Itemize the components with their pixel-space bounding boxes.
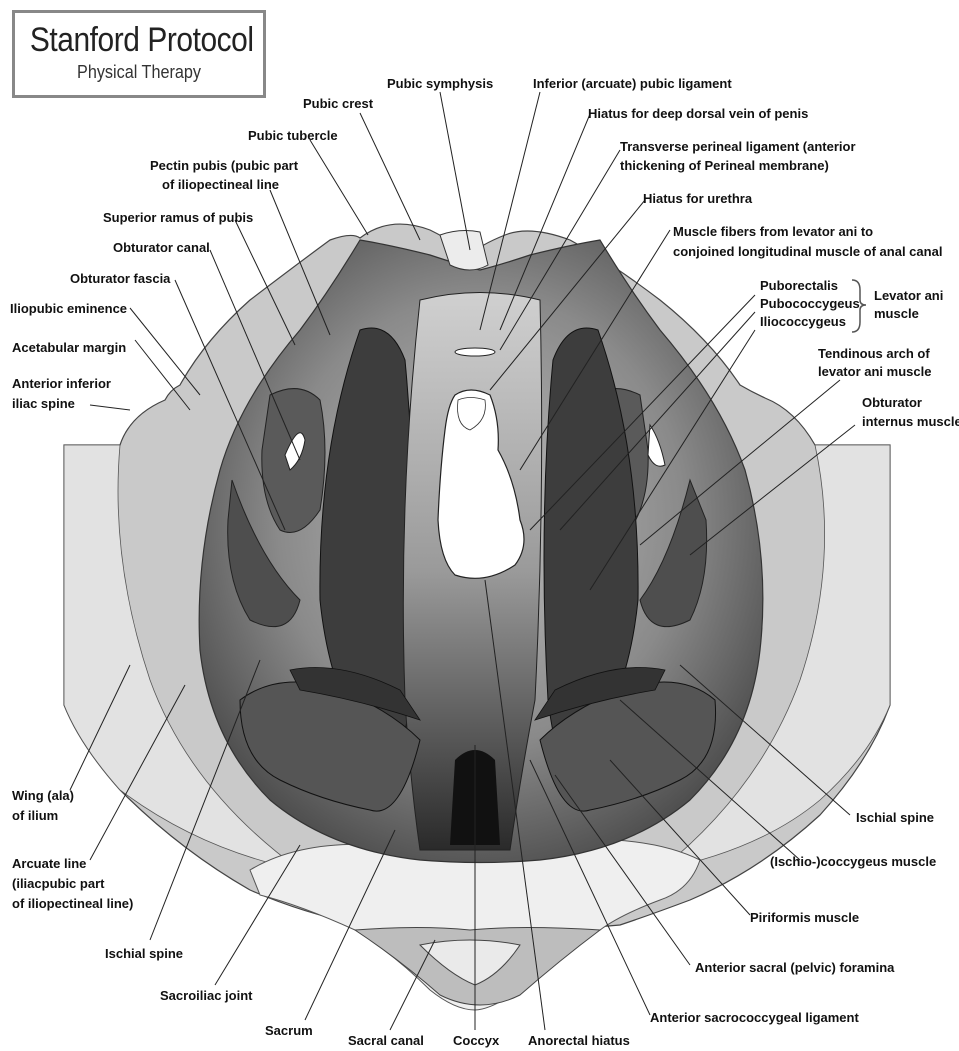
label-coccyx: Coccyx [453,1033,500,1048]
label-ischio-coccygeus: (Ischio-)coccygeus muscle [770,854,936,869]
label-iliopubic-eminence: Iliopubic eminence [10,301,127,316]
label-obturator-internus-1: Obturator [862,395,922,410]
label-ant-inf-iliac-2: iliac spine [12,396,75,411]
label-obturator-internus-2: internus muscle [862,414,959,429]
label-pubic-crest: Pubic crest [303,96,374,111]
label-arcuate-line-2: (iliacpubic part [12,876,105,891]
label-wing-ilium-1: Wing (ala) [12,788,74,803]
label-obturator-canal: Obturator canal [113,240,210,255]
label-superior-ramus: Superior ramus of pubis [103,210,253,225]
label-pectin-pubis-1: Pectin pubis (pubic part [150,158,299,173]
label-wing-ilium-2: of ilium [12,808,58,823]
label-ant-sacral-foramina: Anterior sacral (pelvic) foramina [695,960,895,975]
label-puborectalis: Puborectalis [760,278,838,293]
label-hiatus-urethra: Hiatus for urethra [643,191,753,206]
label-tendinous-arch-1: Tendinous arch of [818,346,930,361]
label-arcuate-line-3: of iliopectineal line) [12,896,133,911]
label-ant-sacrococcygeal: Anterior sacrococcygeal ligament [650,1010,859,1025]
label-ischial-spine-right: Ischial spine [856,810,934,825]
label-levator-ani-1: Levator ani [874,288,943,303]
label-pubococcygeus: Pubococcygeus [760,296,860,311]
label-muscle-fibers-1: Muscle fibers from levator ani to [673,224,873,239]
label-transverse-perineal-2: thickening of Perineal membrane) [620,158,829,173]
label-tendinous-arch-2: levator ani muscle [818,364,931,379]
label-muscle-fibers-2: conjoined longitudinal muscle of anal ca… [673,244,942,259]
label-transverse-perineal-1: Transverse perineal ligament (anterior [620,139,856,154]
label-sacrum: Sacrum [265,1023,313,1038]
label-pectin-pubis-2: of iliopectineal line [162,177,279,192]
label-iliococcygeus: Iliococcygeus [760,314,846,329]
label-sacral-canal: Sacral canal [348,1033,424,1048]
label-arcuate-line-1: Arcuate line [12,856,86,871]
label-levator-ani-2: muscle [874,306,919,321]
label-hiatus-dorsal-vein: Hiatus for deep dorsal vein of penis [588,106,808,121]
label-pubic-symphysis: Pubic symphysis [387,76,493,91]
label-ischial-spine-left: Ischial spine [105,946,183,961]
label-ant-inf-iliac-1: Anterior inferior [12,376,111,391]
label-sacroiliac-joint: Sacroiliac joint [160,988,253,1003]
label-obturator-fascia: Obturator fascia [70,271,171,286]
label-inferior-pubic-ligament: Inferior (arcuate) pubic ligament [533,76,732,91]
label-anorectal-hiatus: Anorectal hiatus [528,1033,630,1048]
label-piriformis: Piriformis muscle [750,910,859,925]
label-pubic-tubercle: Pubic tubercle [248,128,338,143]
label-acetabular-margin: Acetabular margin [12,340,126,355]
